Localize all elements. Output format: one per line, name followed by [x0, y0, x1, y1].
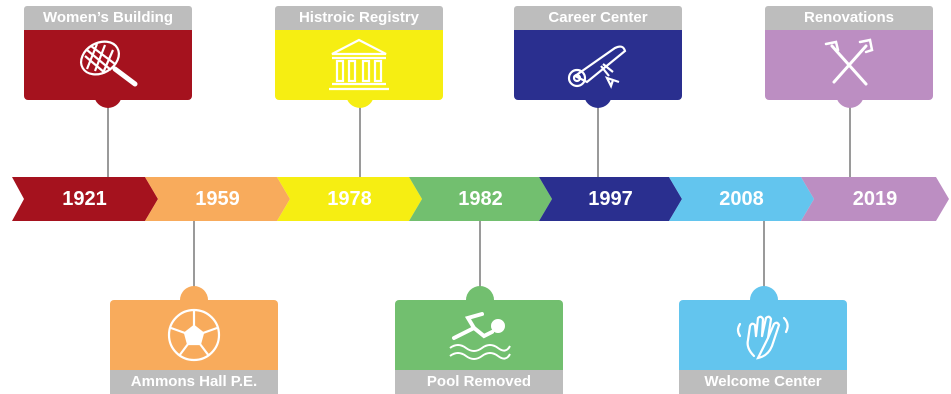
event-label: Renovations — [765, 6, 933, 30]
event-card-pool-removed: Pool Removed — [395, 300, 563, 394]
tools-icon — [824, 38, 874, 86]
event-card-welcome-center: Welcome Center — [679, 300, 847, 394]
connector-tab — [750, 286, 778, 300]
tennis-racket-icon — [80, 40, 138, 87]
year-label: 1982 — [458, 188, 503, 210]
year-label: 1959 — [195, 188, 240, 210]
connector-line — [763, 221, 765, 288]
connector-line — [107, 100, 109, 177]
event-card-body — [24, 30, 192, 100]
connector-line — [193, 221, 195, 288]
event-label: Ammons Hall P.E. — [110, 370, 278, 394]
event-card-body — [275, 30, 443, 100]
event-card-body — [679, 300, 847, 370]
event-card-career-center: Career Center — [514, 6, 682, 100]
year-label: 1921 — [62, 188, 107, 210]
event-card-ammons-hall: Ammons Hall P.E. — [110, 300, 278, 394]
connector-tab — [180, 286, 208, 300]
timeline-segment-1997 — [539, 177, 682, 221]
connector-line — [597, 100, 599, 177]
event-card-body — [110, 300, 278, 370]
year-label: 1978 — [327, 188, 372, 210]
soccer-ball-icon — [167, 308, 221, 362]
year-label: 1997 — [588, 188, 633, 210]
event-card-renovations: Renovations — [765, 6, 933, 100]
diploma-icon — [567, 45, 627, 89]
event-label: Histroic Registry — [275, 6, 443, 30]
event-card-historic-registry: Histroic Registry — [275, 6, 443, 100]
connector-line — [479, 221, 481, 288]
timeline-segment-1982 — [409, 177, 552, 221]
timeline-segment-1921 — [12, 177, 158, 221]
timeline-segment-2008 — [669, 177, 814, 221]
event-card-body — [765, 30, 933, 100]
event-card-body — [395, 300, 563, 370]
connector-line — [849, 100, 851, 177]
timeline-segment-2019 — [801, 177, 949, 221]
connector-tab — [466, 286, 494, 300]
event-card-body — [514, 30, 682, 100]
connector-line — [359, 100, 361, 177]
year-label: 2008 — [719, 188, 764, 210]
event-label: Women’s Building — [24, 6, 192, 30]
event-label: Pool Removed — [395, 370, 563, 394]
event-card-womens-building: Women’s Building — [24, 6, 192, 100]
swimmer-icon — [449, 312, 511, 360]
historic-building-icon — [329, 38, 389, 91]
timeline-segment-1978 — [277, 177, 422, 221]
waving-hand-icon — [736, 315, 789, 360]
year-label: 2019 — [852, 188, 898, 210]
event-label: Career Center — [514, 6, 682, 30]
timeline-segment-1959 — [145, 177, 290, 221]
event-label: Welcome Center — [679, 370, 847, 394]
